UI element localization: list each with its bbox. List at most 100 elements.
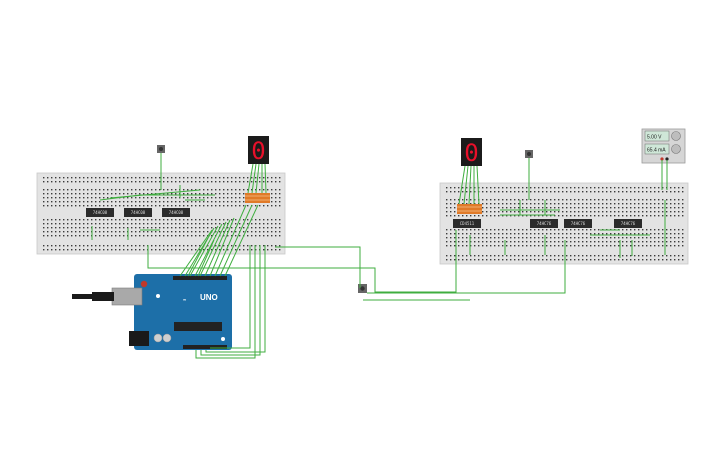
breadboard-hole: [111, 181, 113, 183]
breadboard-hole: [678, 245, 680, 247]
pushbutton-left[interactable]: [157, 145, 165, 153]
breadboard-hole: [235, 223, 237, 225]
breadboard-hole: [550, 241, 552, 243]
breadboard-hole: [618, 233, 620, 235]
reset-button-icon[interactable]: [140, 280, 148, 288]
breadboard-hole: [167, 201, 169, 203]
breadboard-hole: [55, 197, 57, 199]
breadboard-hole: [458, 229, 460, 231]
digital-header[interactable]: [173, 276, 227, 280]
breadboard-hole: [650, 255, 652, 257]
resistor-bank-left[interactable]: [245, 193, 270, 203]
meter-dial-icon[interactable]: [671, 144, 681, 154]
breadboard-hole: [578, 215, 580, 217]
breadboard-hole: [43, 205, 45, 207]
analog-header[interactable]: [183, 345, 227, 349]
multimeter[interactable]: 5.00 V 65.4 mA: [641, 128, 686, 164]
breadboard-hole: [490, 215, 492, 217]
pushbutton-middle[interactable]: [358, 284, 367, 293]
breadboard-hole: [582, 241, 584, 243]
breadboard-hole: [522, 241, 524, 243]
breadboard-hole: [526, 215, 528, 217]
chip-left-1[interactable]: 74HC08: [86, 208, 114, 217]
breadboard-hole: [91, 189, 93, 191]
breadboard-hole: [111, 189, 113, 191]
breadboard-hole: [650, 191, 652, 193]
breadboard-hole: [606, 241, 608, 243]
breadboard-hole: [111, 227, 113, 229]
breadboard-hole: [634, 233, 636, 235]
breadboard-hole: [502, 229, 504, 231]
chip-left-3[interactable]: 74HC08: [162, 208, 190, 217]
breadboard-hole: [562, 255, 564, 257]
breadboard-hole: [538, 233, 540, 235]
breadboard-hole: [490, 233, 492, 235]
breadboard-hole: [642, 199, 644, 201]
breadboard-right[interactable]: CD4511 74HC76 74HC76 74HC76: [439, 182, 689, 265]
breadboard-hole: [674, 199, 676, 201]
breadboard-hole: [670, 255, 672, 257]
breadboard-hole: [239, 193, 241, 195]
breadboard-hole: [462, 187, 464, 189]
breadboard-hole: [494, 211, 496, 213]
seven-segment-left[interactable]: 0: [248, 136, 269, 165]
breadboard-hole: [630, 241, 632, 243]
breadboard-hole: [47, 181, 49, 183]
chip-right-1[interactable]: CD4511: [453, 219, 481, 228]
power-jack-icon[interactable]: [129, 331, 149, 346]
pushbutton-right[interactable]: [525, 150, 533, 158]
breadboard-hole: [83, 177, 85, 179]
meter-dial-icon[interactable]: [671, 131, 681, 141]
breadboard-hole: [223, 193, 225, 195]
breadboard-hole: [183, 219, 185, 221]
breadboard-hole: [634, 207, 636, 209]
breadboard-hole: [183, 177, 185, 179]
resistor-bank-right[interactable]: [457, 204, 482, 214]
breadboard-hole: [578, 191, 580, 193]
chip-left-2[interactable]: 74HC08: [124, 208, 152, 217]
breadboard-hole: [147, 189, 149, 191]
breadboard-hole: [630, 187, 632, 189]
breadboard-hole: [187, 227, 189, 229]
breadboard-hole: [514, 233, 516, 235]
breadboard-hole: [510, 237, 512, 239]
breadboard-hole: [271, 231, 273, 233]
breadboard-hole: [139, 219, 141, 221]
seven-segment-right[interactable]: 0: [461, 138, 482, 167]
breadboard-hole: [550, 191, 552, 193]
chip-right-3[interactable]: 74HC76: [564, 219, 592, 228]
breadboard-hole: [446, 255, 448, 257]
breadboard-hole: [630, 233, 632, 235]
usb-connector-icon[interactable]: [72, 287, 143, 306]
breadboard-hole: [586, 229, 588, 231]
breadboard-hole: [470, 233, 472, 235]
breadboard-hole: [43, 249, 45, 251]
breadboard-hole: [454, 241, 456, 243]
breadboard-hole: [582, 245, 584, 247]
breadboard-hole: [478, 215, 480, 217]
chip-right-2[interactable]: 74HC76: [530, 219, 558, 228]
breadboard-hole: [155, 245, 157, 247]
breadboard-hole: [219, 249, 221, 251]
breadboard-hole: [482, 207, 484, 209]
breadboard-hole: [518, 191, 520, 193]
breadboard-hole: [514, 237, 516, 239]
arduino-uno[interactable]: ∞ UNO: [72, 274, 232, 350]
breadboard-hole: [243, 177, 245, 179]
breadboard-hole: [63, 245, 65, 247]
breadboard-hole: [207, 197, 209, 199]
breadboard-hole: [211, 249, 213, 251]
breadboard-hole: [494, 233, 496, 235]
chip-right-4[interactable]: 74HC76: [614, 219, 642, 228]
breadboard-hole: [175, 227, 177, 229]
wires[interactable]: [91, 153, 668, 359]
breadboard-hole: [131, 223, 133, 225]
breadboard-hole: [606, 199, 608, 201]
breadboard-hole: [634, 259, 636, 261]
breadboard-hole: [606, 215, 608, 217]
breadboard-hole: [43, 223, 45, 225]
breadboard-hole: [662, 199, 664, 201]
breadboard-hole: [558, 245, 560, 247]
breadboard-hole: [510, 255, 512, 257]
